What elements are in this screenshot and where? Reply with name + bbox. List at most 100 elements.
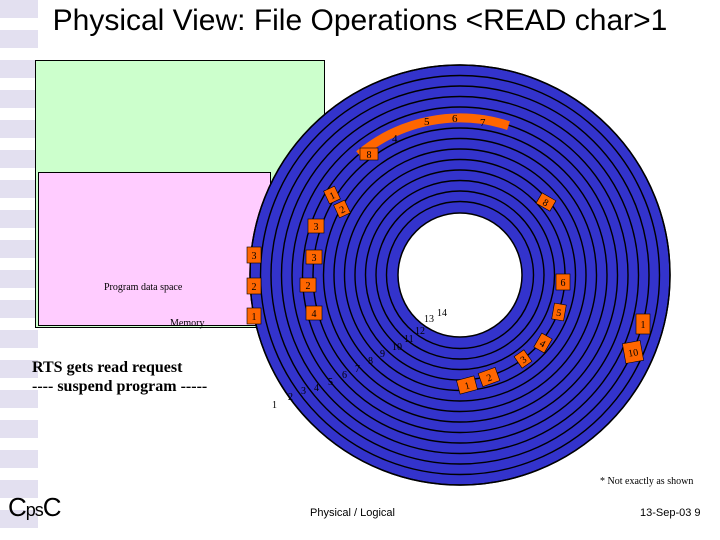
track-number: 9 [380,349,385,360]
bottom-block-1-label: 1 [464,380,472,392]
outer-arc-label: 7 [480,117,486,129]
right-block-6-label: 6 [561,278,566,289]
center-block-3: 3 [307,218,325,234]
center-block-3b: 3 [305,249,323,265]
center-block-3b-rect [305,249,323,265]
left-block-2-rect [246,277,262,295]
disk-track-ring [259,74,661,476]
track-number: 11 [404,334,414,345]
center-block-2-rect [299,277,317,293]
left-block-1: 1 [246,307,262,325]
cpsc-logo: CpsC [8,492,62,523]
right-block-8-label: 8 [540,197,550,209]
left-block-1-label: 1 [252,312,257,323]
selected-track-arc [356,113,510,159]
outer-arc-label: 6 [452,113,458,125]
right-block-4: 4 [533,332,553,354]
right-block-5-rect [551,302,567,322]
center-block-3-label: 3 [314,222,319,233]
track-number: 6 [342,370,347,381]
chip-2-rect [333,199,351,219]
outer-arc-label: 4 [392,133,398,145]
disk-track-ring [322,137,598,413]
bottom-block-1: 1 [456,375,478,395]
bottom-block-2-label: 2 [485,372,493,384]
right-block-5-label: 5 [555,308,562,320]
center-block-4: 4 [305,305,323,321]
rts-status-text: RTS gets read request ---- suspend progr… [32,358,207,396]
bottom-block-3: 3 [513,349,533,369]
footer-date-page: 13-Sep-03 9 [640,507,701,519]
chip-1-label: 1 [328,190,337,202]
track-number: 7 [355,364,360,375]
right-block-10-rect [622,340,644,364]
bottom-block-2-rect [477,366,501,388]
top-block-rect [359,147,379,161]
right-block-1-rect [635,313,651,335]
track-number: 12 [415,326,425,337]
left-block-3-rect [246,246,262,264]
right-block-8: 8 [535,192,557,212]
memory-label: Memory [170,318,205,329]
disk-tracks [249,64,671,486]
right-block-8-rect [535,192,557,212]
right-block-4-rect [533,332,553,354]
footer-topic: Physical / Logical [310,507,395,519]
chip-2: 2 [333,199,351,219]
top-block-label: 8 [367,150,372,161]
left-block-1-rect [246,307,262,325]
center-block-2-label: 2 [306,281,311,292]
right-block-10-label: 10 [627,347,639,360]
footnote: * Not exactly as shown [600,476,694,487]
disk-track-ring [249,64,671,486]
rts-status-line-1: RTS gets read request [32,359,183,376]
outer-arc-label: 5 [424,116,430,128]
disk-track-ring [280,95,640,455]
rts-status-line-2: ---- suspend program ----- [32,378,208,395]
left-block-2: 2 [246,277,262,295]
bottom-block-3-label: 3 [519,354,529,366]
center-block-4-label: 4 [312,309,317,320]
track-number: 8 [368,356,373,367]
left-block-3-label: 3 [252,251,257,262]
track-number: 14 [437,308,447,319]
chip-1-rect [323,185,341,205]
track-number: 1 [272,400,277,411]
left-block-3: 3 [246,246,262,264]
track-number: 2 [288,392,293,403]
disk-track-ring [333,148,587,402]
track-number: 3 [301,386,306,397]
top-block: 8 [359,147,379,161]
slide-title: Physical View: File Operations <READ cha… [52,4,668,37]
chip-1: 1 [323,185,341,205]
left-block-2-label: 2 [252,282,257,293]
track-number: 5 [328,377,333,388]
program-data-space-label: Program data space [104,282,183,293]
disk-track-ring [375,190,545,360]
disk-track-ring [291,106,629,444]
track-number: 13 [424,314,434,325]
logo-c2: C [42,492,62,522]
center-block-2: 2 [299,277,317,293]
center-block-4-rect [305,305,323,321]
right-block-5: 5 [551,302,567,322]
disk-hub [397,212,523,338]
center-block-3b-label: 3 [312,253,317,264]
bottom-block-2: 2 [477,366,501,388]
logo-ps: ps [25,500,44,520]
disk-track-ring [385,200,535,350]
logo-c: C [8,492,27,522]
bottom-block-3-rect [513,349,533,369]
right-block-6-rect [555,273,571,291]
disk-track-ring [270,85,650,465]
bottom-block-1-rect [456,375,478,395]
right-block-4-label: 4 [537,338,547,350]
right-block-6: 6 [555,273,571,291]
track-number: 4 [314,383,319,394]
track-number: 10 [392,342,402,353]
right-block-1: 1 [635,313,651,335]
center-block-3-rect [307,218,325,234]
